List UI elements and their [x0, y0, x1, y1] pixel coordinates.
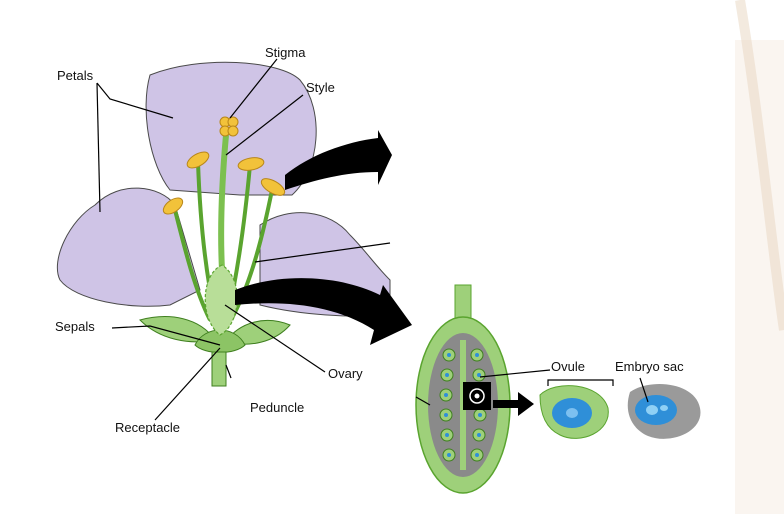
- leader-lines: [96, 58, 649, 421]
- style-stalk: [218, 134, 229, 271]
- ovary: [204, 264, 238, 336]
- label-receptacle: Receptacle: [115, 420, 180, 435]
- embryo-sac-detail: [627, 384, 701, 439]
- ovule-arrow: [493, 392, 534, 416]
- anthers: [162, 151, 286, 215]
- peduncle: [211, 351, 227, 387]
- sepals: [139, 316, 291, 353]
- label-peduncle: Peduncle: [250, 400, 304, 415]
- stigma: [219, 116, 239, 137]
- zoom-arrows: [235, 130, 412, 345]
- label-ovule: Ovule: [551, 359, 585, 374]
- label-ovary: Ovary: [328, 366, 363, 381]
- label-stigma: Stigma: [265, 45, 306, 60]
- label-style: Style: [306, 80, 335, 95]
- label-embryo-sac: Embryo sac: [615, 359, 684, 374]
- ovary-cross-section: [415, 284, 511, 494]
- ovule-detail: [539, 385, 609, 439]
- ovule-bracket: [547, 379, 614, 386]
- paper-edge-decoration: [735, 0, 784, 514]
- label-sepals: Sepals: [55, 319, 95, 334]
- label-petals: Petals: [57, 68, 94, 83]
